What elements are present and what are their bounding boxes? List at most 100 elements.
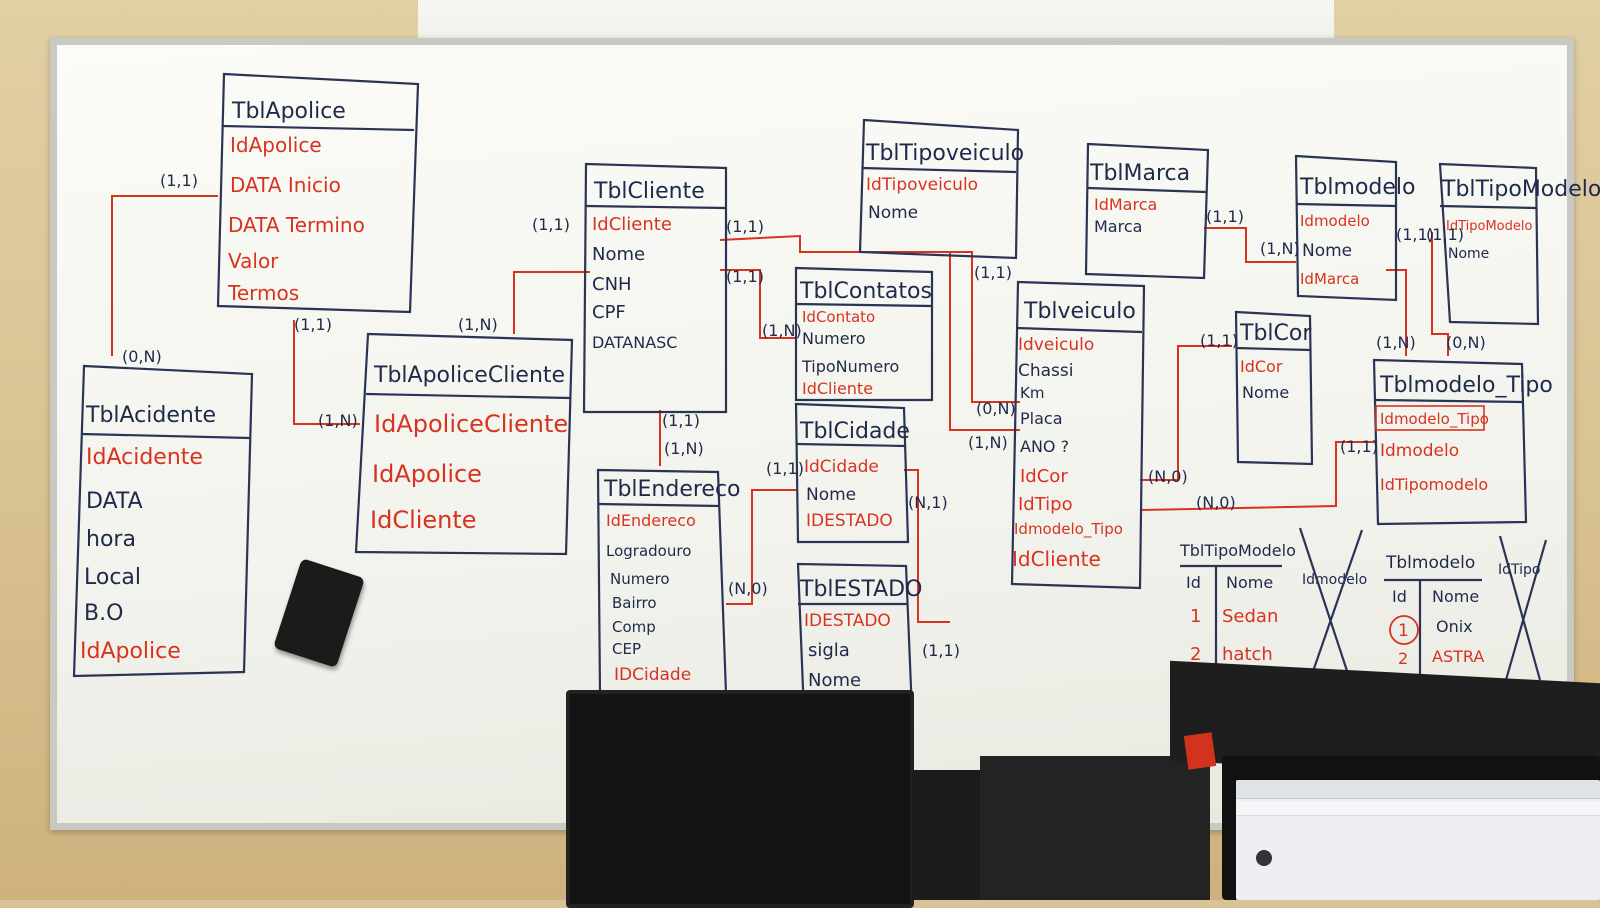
rel-cliente-apolicecliente: [513, 271, 590, 334]
rel-cidade-estado: [904, 469, 950, 623]
asset-tag: [1183, 732, 1217, 770]
entity-tblapolice: TblApolice IdApolice DATA Inicio DATA Te…: [216, 72, 420, 314]
svg-text:IdCor: IdCor: [1020, 466, 1068, 487]
svg-text:Nome: Nome: [1302, 241, 1352, 261]
entity-title: TblEndereco: [603, 477, 741, 502]
svg-text:Idmodelo: Idmodelo: [1302, 572, 1367, 588]
svg-text:IdApoliceCliente: IdApoliceCliente: [374, 410, 568, 438]
svg-text:(1,1): (1,1): [726, 267, 764, 286]
svg-text:CPF: CPF: [592, 302, 626, 323]
entity-tblveiculo: Tblveiculo Idveiculo Chassi Km Placa ANO…: [1010, 280, 1146, 590]
svg-text:2: 2: [1398, 649, 1408, 668]
svg-text:IdApolice: IdApolice: [372, 460, 482, 488]
rel-apolice-acidente: [111, 195, 218, 356]
svg-text:(1,N): (1,N): [458, 315, 498, 334]
svg-text:Nome: Nome: [1226, 573, 1273, 592]
rel-veiculo-cor: [1140, 345, 1232, 481]
svg-text:2: 2: [1190, 644, 1201, 665]
svg-text:Comp: Comp: [612, 618, 656, 636]
svg-text:Km: Km: [1020, 384, 1044, 402]
svg-text:Numero: Numero: [802, 329, 866, 348]
svg-text:CEP: CEP: [612, 640, 641, 658]
svg-text:ANO ?: ANO ?: [1020, 437, 1069, 456]
svg-text:B.O: B.O: [84, 601, 123, 626]
svg-text:Placa: Placa: [1020, 409, 1063, 428]
sample-table-crossed-idmodelo: Idmodelo: [1298, 527, 1367, 681]
svg-text:Bairro: Bairro: [612, 594, 657, 612]
browser-tab-bar: [1236, 780, 1600, 799]
svg-text:Nome: Nome: [806, 485, 856, 505]
svg-text:(1,1): (1,1): [1426, 225, 1464, 244]
svg-text:(1,N): (1,N): [664, 439, 704, 458]
svg-text:Idveiculo: Idveiculo: [1018, 335, 1094, 355]
rel-cliente-contatos: [720, 269, 796, 339]
svg-text:(1,N): (1,N): [968, 433, 1008, 452]
svg-text:hatch: hatch: [1222, 644, 1273, 665]
rel-tipomodelo-modelotipo: [1431, 232, 1449, 356]
entity-title: Tblveiculo: [1023, 299, 1136, 324]
svg-text:IdTipo: IdTipo: [1498, 562, 1540, 578]
entity-title: TblApoliceCliente: [373, 363, 565, 388]
entity-tbltipoveiculo: TblTipoveiculo IdTipoveiculo Nome: [858, 118, 1024, 260]
rel-veiculo-modelotipo: [1139, 441, 1374, 511]
svg-text:Id: Id: [1392, 587, 1407, 606]
svg-text:DATA Termino: DATA Termino: [228, 213, 365, 237]
rel-marca-modelo: [1204, 227, 1296, 263]
svg-text:DATANASC: DATANASC: [592, 333, 677, 352]
computer-tower-right: [980, 756, 1210, 900]
svg-text:CNH: CNH: [592, 274, 632, 295]
svg-text:IdTipomodelo: IdTipomodelo: [1380, 475, 1488, 494]
svg-text:(1,1): (1,1): [1206, 207, 1244, 226]
entity-title: TblContatos: [799, 279, 932, 304]
svg-text:IdContato: IdContato: [802, 308, 875, 326]
entity-tblapolicecliente: TblApoliceCliente IdApoliceCliente IdApo…: [354, 332, 574, 556]
svg-text:(1,1): (1,1): [662, 411, 700, 430]
pk-highlight: [1375, 405, 1485, 431]
entity-tblestado: TblESTADO IDESTADO sigla Nome: [796, 562, 922, 716]
svg-text:IdApolice: IdApolice: [80, 639, 181, 664]
svg-text:Chassi: Chassi: [1018, 361, 1074, 381]
entity-title: TblCidade: [799, 419, 910, 444]
svg-text:IdTipoModelo: IdTipoModelo: [1446, 219, 1532, 234]
svg-text:(1,1): (1,1): [1200, 331, 1238, 350]
svg-text:DATA: DATA: [86, 489, 143, 514]
rel-modelo-modelotipo: [1386, 269, 1407, 356]
entity-tblmarca: TblMarca IdMarca Marca: [1084, 142, 1210, 280]
entity-title: TblCliente: [593, 179, 705, 204]
svg-text:(1,1): (1,1): [1396, 225, 1434, 244]
entity-tblcliente: TblCliente IdCliente Nome CNH CPF DATANA…: [582, 162, 728, 414]
svg-text:Idmodelo_Tipo: Idmodelo_Tipo: [1014, 520, 1123, 539]
cardinality-labels: (1,1) (0,N) (1,1) (1,N) (1,N) (1,1) (1,1…: [122, 171, 1486, 660]
svg-text:IdEndereco: IdEndereco: [606, 511, 696, 530]
entity-tblmodelotipo: Tblmodelo_Tipo Idmodelo_Tipo Idmodelo Id…: [1372, 358, 1553, 526]
sample-table-modelo: Tblmodelo Id Nome 1 Onix 2 ASTRA: [1384, 553, 1484, 676]
entity-title: TblAcidente: [85, 403, 216, 428]
svg-text:Id: Id: [1186, 573, 1201, 592]
svg-text:IdCidade: IdCidade: [804, 457, 879, 477]
svg-text:IDESTADO: IDESTADO: [804, 611, 891, 631]
svg-text:(1,1): (1,1): [766, 459, 804, 478]
svg-text:(N,0): (N,0): [1148, 467, 1188, 486]
browser-address-bar: [1236, 801, 1600, 816]
sample-table-crossed-idtipo: IdTipo: [1498, 535, 1548, 681]
svg-text:(1,N): (1,N): [762, 321, 802, 340]
svg-text:(1,N): (1,N): [1376, 333, 1416, 352]
svg-text:Nome: Nome: [1242, 383, 1289, 402]
svg-text:IdApolice: IdApolice: [230, 133, 322, 157]
svg-text:Nome: Nome: [808, 670, 861, 691]
svg-text:ASTRA: ASTRA: [1432, 647, 1484, 666]
svg-text:(0,N): (0,N): [1446, 333, 1486, 352]
svg-text:Idmodelo: Idmodelo: [1300, 212, 1370, 230]
svg-text:IDESTADO: IDESTADO: [806, 511, 893, 531]
svg-text:IdAcidente: IdAcidente: [86, 445, 203, 470]
entity-tblacidente: TblAcidente IdAcidente DATA hora Local B…: [72, 364, 254, 678]
svg-text:Sedan: Sedan: [1222, 606, 1278, 627]
svg-text:Numero: Numero: [610, 570, 670, 588]
svg-text:(0,N): (0,N): [122, 347, 162, 366]
entity-tbltipomodelo: TblTipoModelo IdTipoModelo Nome: [1438, 162, 1600, 326]
svg-text:Valor: Valor: [228, 249, 279, 273]
svg-text:(1,1): (1,1): [1340, 437, 1378, 456]
svg-text:DATA Inicio: DATA Inicio: [230, 173, 341, 197]
entity-title: Tblmodelo_Tipo: [1379, 373, 1553, 398]
